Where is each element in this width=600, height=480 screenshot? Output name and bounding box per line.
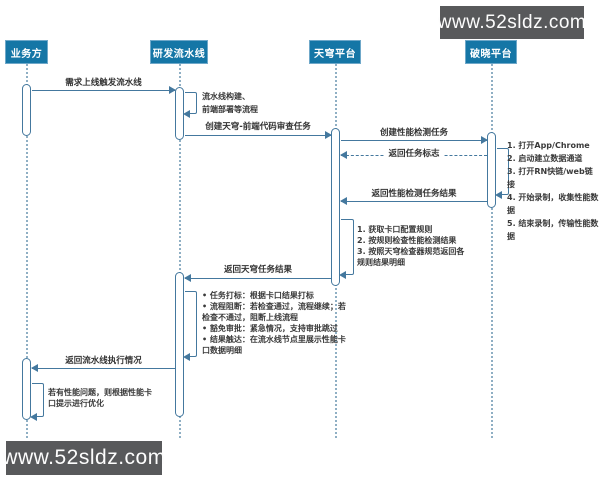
arrowhead-left-icon xyxy=(30,413,37,421)
note-business-optimize: 若有性能问题，则根据性能卡 口提示进行优化 xyxy=(48,388,152,408)
activation-pipeline-2 xyxy=(175,272,184,417)
actor-box-business: 业务方 xyxy=(5,40,48,64)
actor-box-poxiao: 破晓平台 xyxy=(465,40,517,64)
message-arrow-return-perf-result xyxy=(340,197,487,205)
message-arrow-create-review-task xyxy=(185,131,332,139)
message-label-return-pipeline-status: 返回流水线执行情况 xyxy=(32,356,175,367)
message-label-trigger-pipeline: 需求上线触发流水线 xyxy=(32,78,175,89)
lifeline-poxiao xyxy=(491,64,493,438)
actor-box-pipeline: 研发流水线 xyxy=(150,40,208,64)
message-label-return-tianqiong-result: 返回天穹任务结果 xyxy=(185,265,331,276)
message-arrow-return-tianqiong-result xyxy=(184,274,331,282)
arrowhead-right-icon xyxy=(325,131,332,139)
arrowhead-left-icon xyxy=(340,197,347,205)
arrowhead-left-icon xyxy=(340,151,347,159)
arrowhead-left-icon xyxy=(339,271,346,279)
note-pipeline-actions: • 任务打标：根据卡口结果打标 • 流程阻断：若检查通过，流程继续；若 检查不通… xyxy=(202,291,346,355)
self-message-tianqiong-check xyxy=(339,219,354,279)
message-arrow-return-pipeline-status xyxy=(31,364,175,372)
note-pipeline-build: 流水线构建、 前端部署等流程 xyxy=(202,92,258,114)
watermark-top: www.52sldz.com xyxy=(438,6,586,39)
arrowhead-left-icon xyxy=(184,274,191,282)
lifeline-business xyxy=(26,64,28,438)
message-label-return-task-flag: 返回任务标志 xyxy=(341,149,487,160)
arrowhead-left-icon xyxy=(31,364,38,372)
message-label-create-perf-task: 创建性能检测任务 xyxy=(341,128,487,139)
actor-box-tianqiong: 天穹平台 xyxy=(309,40,361,64)
arrowhead-right-icon xyxy=(481,136,488,144)
activation-business-1 xyxy=(22,84,31,136)
note-tianqiong-steps: 1. 获取卡口配置规则 2. 按规则检查性能检测结果 3. 按照天穹检查器规范返… xyxy=(357,225,465,267)
lifeline-pipeline xyxy=(179,64,181,438)
activation-tianqiong xyxy=(331,128,340,286)
arrowhead-left-icon xyxy=(183,110,190,118)
self-message-pipeline-actions xyxy=(183,291,197,361)
self-message-poxiao-record xyxy=(495,148,509,199)
self-message-business-optimize xyxy=(30,383,44,421)
activation-business-2 xyxy=(22,358,31,420)
watermark-bottom: www.52sldz.com xyxy=(2,441,165,475)
message-label-return-perf-result: 返回性能检测任务结果 xyxy=(341,189,487,200)
activation-poxiao xyxy=(487,132,496,208)
message-arrow-create-perf-task xyxy=(341,136,488,144)
arrowhead-left-icon xyxy=(183,353,190,361)
message-arrow-trigger-pipeline xyxy=(32,86,176,94)
message-label-create-review-task: 创建天穹-前端代码审查任务 xyxy=(185,122,331,133)
note-poxiao-steps: 1. 打开App/Chrome 2. 启动建立数据通道 3. 打开RN快链/we… xyxy=(507,141,599,241)
arrowhead-left-icon xyxy=(495,191,502,199)
self-message-pipeline-build xyxy=(183,92,197,118)
arrowhead-right-icon xyxy=(169,86,176,94)
